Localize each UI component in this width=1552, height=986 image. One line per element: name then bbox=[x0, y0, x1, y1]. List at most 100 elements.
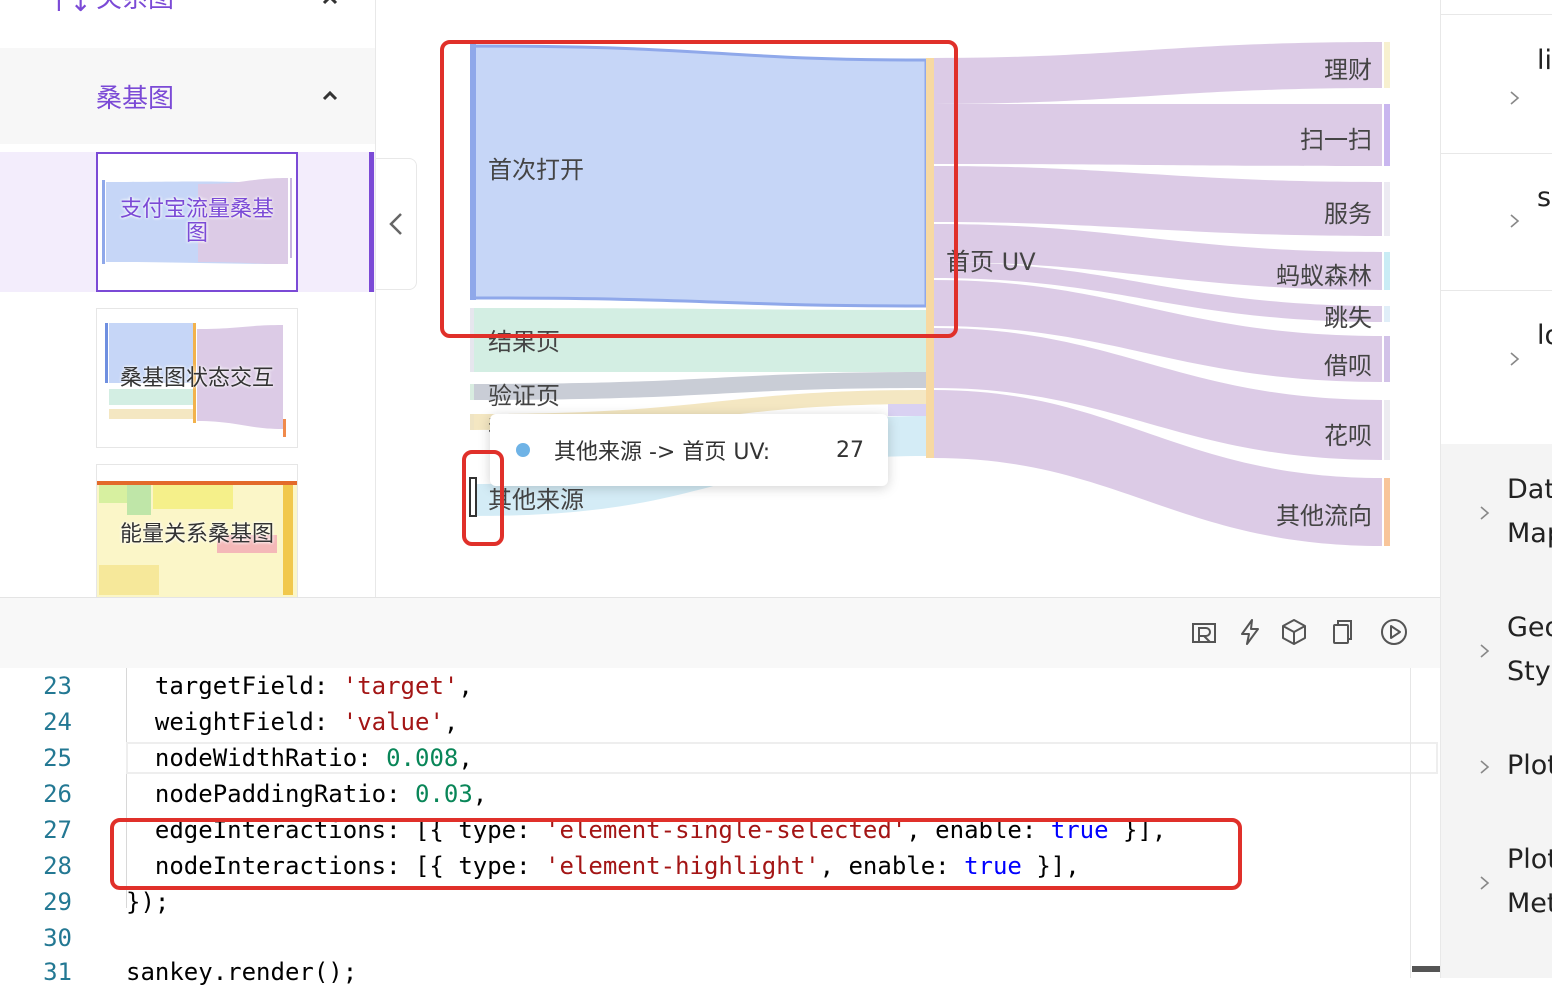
menu-group-relation[interactable]: ↑↓ 关系图 bbox=[0, 0, 375, 26]
node-service[interactable] bbox=[1384, 182, 1390, 236]
codesandbox-icon[interactable] bbox=[1278, 616, 1310, 648]
sankey-chart: 首次打开 结果页 验证页 我的 其他来源 首页 UV 理财 扫一扫 服务 蚂蚁森… bbox=[418, 0, 1440, 597]
code-line[interactable]: weightField: 'value', bbox=[126, 708, 458, 736]
node-bounce[interactable] bbox=[1384, 306, 1390, 322]
node-label: 其他来源 bbox=[488, 486, 584, 514]
flow-to-licai[interactable] bbox=[934, 42, 1382, 104]
api-toc-panel: li s lo Dat Map Geo Styl Plot Plot Met bbox=[1440, 0, 1552, 978]
flow-to-other-out[interactable] bbox=[934, 390, 1382, 546]
node-label: 跳失 bbox=[1324, 304, 1372, 332]
node-licai[interactable] bbox=[1384, 42, 1390, 88]
flow-to-scan[interactable] bbox=[934, 104, 1382, 166]
node-result[interactable] bbox=[470, 308, 474, 372]
chevron-right-icon bbox=[1510, 214, 1520, 228]
line-number: 27 bbox=[43, 816, 72, 844]
editor-scrollbar-thumb[interactable] bbox=[1412, 966, 1440, 972]
code-line[interactable]: nodePaddingRatio: 0.03, bbox=[126, 780, 487, 808]
node-other-out[interactable] bbox=[1384, 478, 1390, 546]
toc-item[interactable] bbox=[1441, 956, 1552, 978]
node-label: 其他流向 bbox=[1276, 502, 1372, 530]
toc-item[interactable]: Geo Styl bbox=[1441, 584, 1552, 721]
line-number: 25 bbox=[43, 744, 72, 772]
chart-tooltip: 其他来源 -> 首页 UV: 27 bbox=[490, 414, 888, 486]
tooltip-marker bbox=[516, 443, 530, 457]
riddle-icon[interactable] bbox=[1188, 616, 1220, 648]
node-label: 花呗 bbox=[1324, 422, 1372, 450]
flow-to-huabei[interactable] bbox=[934, 328, 1382, 460]
example-thumb-label: 支付宝流量桑基 bbox=[119, 197, 274, 222]
node-other-source[interactable] bbox=[469, 477, 477, 517]
chevron-right-icon bbox=[1510, 352, 1520, 366]
toc-item-label: Styl bbox=[1507, 656, 1552, 687]
flow-to-service[interactable] bbox=[934, 166, 1382, 236]
code-text: nodePaddingRatio: 0.03, bbox=[126, 780, 488, 808]
node-forest[interactable] bbox=[1384, 252, 1390, 290]
node-jiebei[interactable] bbox=[1384, 336, 1390, 382]
flow-to-jiebei[interactable] bbox=[934, 280, 1382, 382]
toc-item-label: li bbox=[1537, 45, 1552, 76]
code-line[interactable]: targetField: 'target', bbox=[126, 672, 473, 700]
node-first-open[interactable] bbox=[470, 44, 476, 300]
toc-item[interactable]: li bbox=[1441, 14, 1552, 154]
line-number: 26 bbox=[43, 780, 72, 808]
line-number: 28 bbox=[43, 852, 72, 880]
code-line[interactable]: }); bbox=[126, 888, 169, 916]
toc-item[interactable]: Plot Met bbox=[1441, 816, 1552, 957]
flow-verify[interactable] bbox=[474, 372, 926, 400]
annotation-box bbox=[440, 40, 958, 338]
menu-group-sankey[interactable]: 桑基图 bbox=[0, 48, 375, 144]
thumb-preview bbox=[97, 481, 297, 597]
example-thumb-sankey-state[interactable]: 桑基图状态交互 bbox=[96, 308, 298, 448]
node-homepage-uv[interactable] bbox=[926, 58, 934, 458]
toc-item[interactable]: s bbox=[1441, 152, 1552, 291]
node-label: 结果页 bbox=[488, 328, 560, 356]
chevron-right-icon bbox=[1480, 644, 1490, 658]
flash-icon[interactable] bbox=[1234, 616, 1266, 648]
code-text: targetField: 'target', bbox=[126, 672, 473, 700]
play-icon[interactable] bbox=[1378, 616, 1410, 648]
code-text: }); bbox=[126, 888, 170, 916]
node-mine[interactable] bbox=[470, 414, 474, 430]
code-line[interactable]: sankey.render(); bbox=[126, 958, 357, 986]
example-thumb-energy-sankey[interactable]: 能量关系桑基图 bbox=[96, 464, 298, 597]
line-number: 30 bbox=[43, 924, 72, 952]
example-thumb-alipay-sankey[interactable]: 支付宝流量桑基 图 bbox=[96, 152, 298, 292]
node-huabei[interactable] bbox=[1384, 400, 1390, 460]
toc-item[interactable]: Dat Map bbox=[1441, 444, 1552, 585]
examples-sidebar: ↑↓ 关系图 桑基图 支付宝流量桑基 图 桑基图状态交互 bbox=[0, 0, 376, 597]
current-line-highlight bbox=[126, 742, 1438, 774]
toc-item[interactable]: Plot bbox=[1441, 720, 1552, 817]
annotation-box bbox=[462, 450, 504, 546]
tooltip-label: 其他来源 -> 首页 UV: bbox=[554, 440, 771, 465]
code-line[interactable]: nodeWidthRatio: 0.008, bbox=[126, 744, 473, 772]
chevron-up-icon bbox=[322, 0, 338, 5]
editor-scrollbar-track[interactable] bbox=[1410, 668, 1411, 978]
code-line[interactable]: nodeInteractions: [{ type: 'element-high… bbox=[126, 852, 1080, 880]
collapse-sidebar-button[interactable] bbox=[376, 158, 417, 290]
code-text: weightField: 'value', bbox=[126, 708, 459, 736]
node-verify[interactable] bbox=[470, 384, 474, 400]
node-label: 首次打开 bbox=[488, 156, 584, 184]
node-scan[interactable] bbox=[1384, 104, 1390, 166]
menu-group-label: 关系图 bbox=[96, 0, 174, 15]
flow-to-bounce[interactable] bbox=[934, 262, 1382, 322]
sort-icon: ↑↓ bbox=[48, 0, 92, 18]
example-thumb-label: 桑基图状态交互 bbox=[119, 366, 274, 391]
selected-indicator bbox=[369, 152, 374, 292]
toc-item[interactable]: lo bbox=[1441, 290, 1552, 445]
line-number: 23 bbox=[43, 672, 72, 700]
node-label: 首页 UV bbox=[946, 248, 1036, 276]
toc-item-label: Geo bbox=[1507, 612, 1552, 643]
flow-result[interactable] bbox=[474, 308, 926, 372]
copy-icon[interactable] bbox=[1326, 616, 1358, 648]
line-number: 31 bbox=[43, 958, 72, 986]
thumb-preview bbox=[105, 323, 286, 437]
code-text: nodeWidthRatio: 0.008, bbox=[126, 744, 473, 772]
flow-to-forest[interactable] bbox=[934, 224, 1382, 290]
code-editor[interactable]: 23 targetField: 'target', 24 weightField… bbox=[0, 668, 1440, 986]
chevron-right-icon bbox=[1480, 876, 1490, 890]
node-label: 验证页 bbox=[488, 382, 560, 410]
toc-top-spacer bbox=[1441, 0, 1552, 15]
annotation-box bbox=[110, 818, 1242, 890]
sankey-svg bbox=[469, 42, 1390, 546]
